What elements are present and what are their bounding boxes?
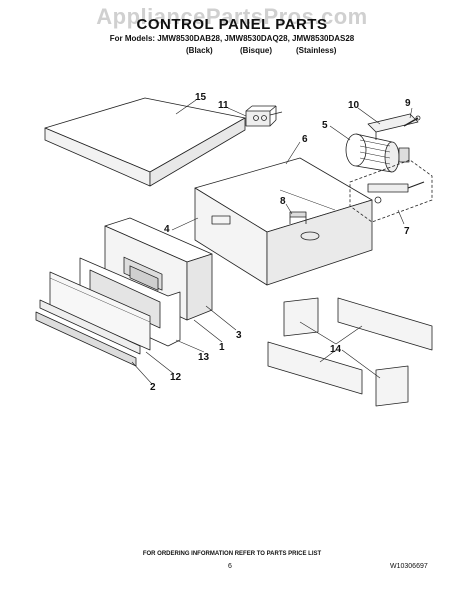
callout-1: 1 — [219, 342, 225, 353]
part-12-trim — [39, 299, 141, 355]
part-11-switch — [245, 105, 283, 127]
variant-stainless: (Stainless) — [296, 46, 337, 55]
watermark: AppliancePartsPros.com — [96, 4, 368, 29]
page-title: CONTROL PANEL PARTS — [136, 16, 328, 33]
callout-13: 13 — [198, 352, 210, 363]
variant-black: (Black) — [186, 46, 213, 55]
part-1-front-panel — [49, 271, 151, 351]
callout-4: 4 — [164, 224, 170, 235]
part-7-assembly — [349, 159, 433, 223]
part-8-bracket — [289, 211, 307, 224]
models-line: For Models: JMW8530DAB28, JMW8530DAQ28, … — [109, 34, 355, 43]
part-9-clip — [403, 115, 421, 127]
document-number: W10306697 — [390, 563, 428, 570]
ordering-note: FOR ORDERING INFORMATION REFER TO PARTS … — [142, 551, 322, 557]
callout-6: 6 — [302, 134, 308, 145]
callout-2: 2 — [150, 382, 156, 393]
part-5-blower — [345, 133, 410, 173]
part-15-top-cover — [44, 97, 246, 187]
callout-15: 15 — [195, 92, 207, 103]
variant-bisque: (Bisque) — [240, 46, 272, 55]
callout-8: 8 — [280, 196, 286, 207]
callout-14: 14 — [330, 344, 342, 355]
page-number: 6 — [228, 563, 232, 570]
part-10-mount — [367, 113, 419, 140]
callout-11: 11 — [218, 100, 229, 111]
callout-12: 12 — [170, 372, 182, 383]
part-6-housing — [194, 157, 373, 286]
callout-10: 10 — [348, 100, 360, 111]
callout-3: 3 — [236, 330, 242, 341]
part-14-side-trims — [267, 297, 433, 407]
callout-5: 5 — [322, 120, 328, 131]
leader-lines — [131, 99, 413, 385]
callout-7: 7 — [404, 226, 410, 237]
callout-9: 9 — [405, 98, 411, 109]
